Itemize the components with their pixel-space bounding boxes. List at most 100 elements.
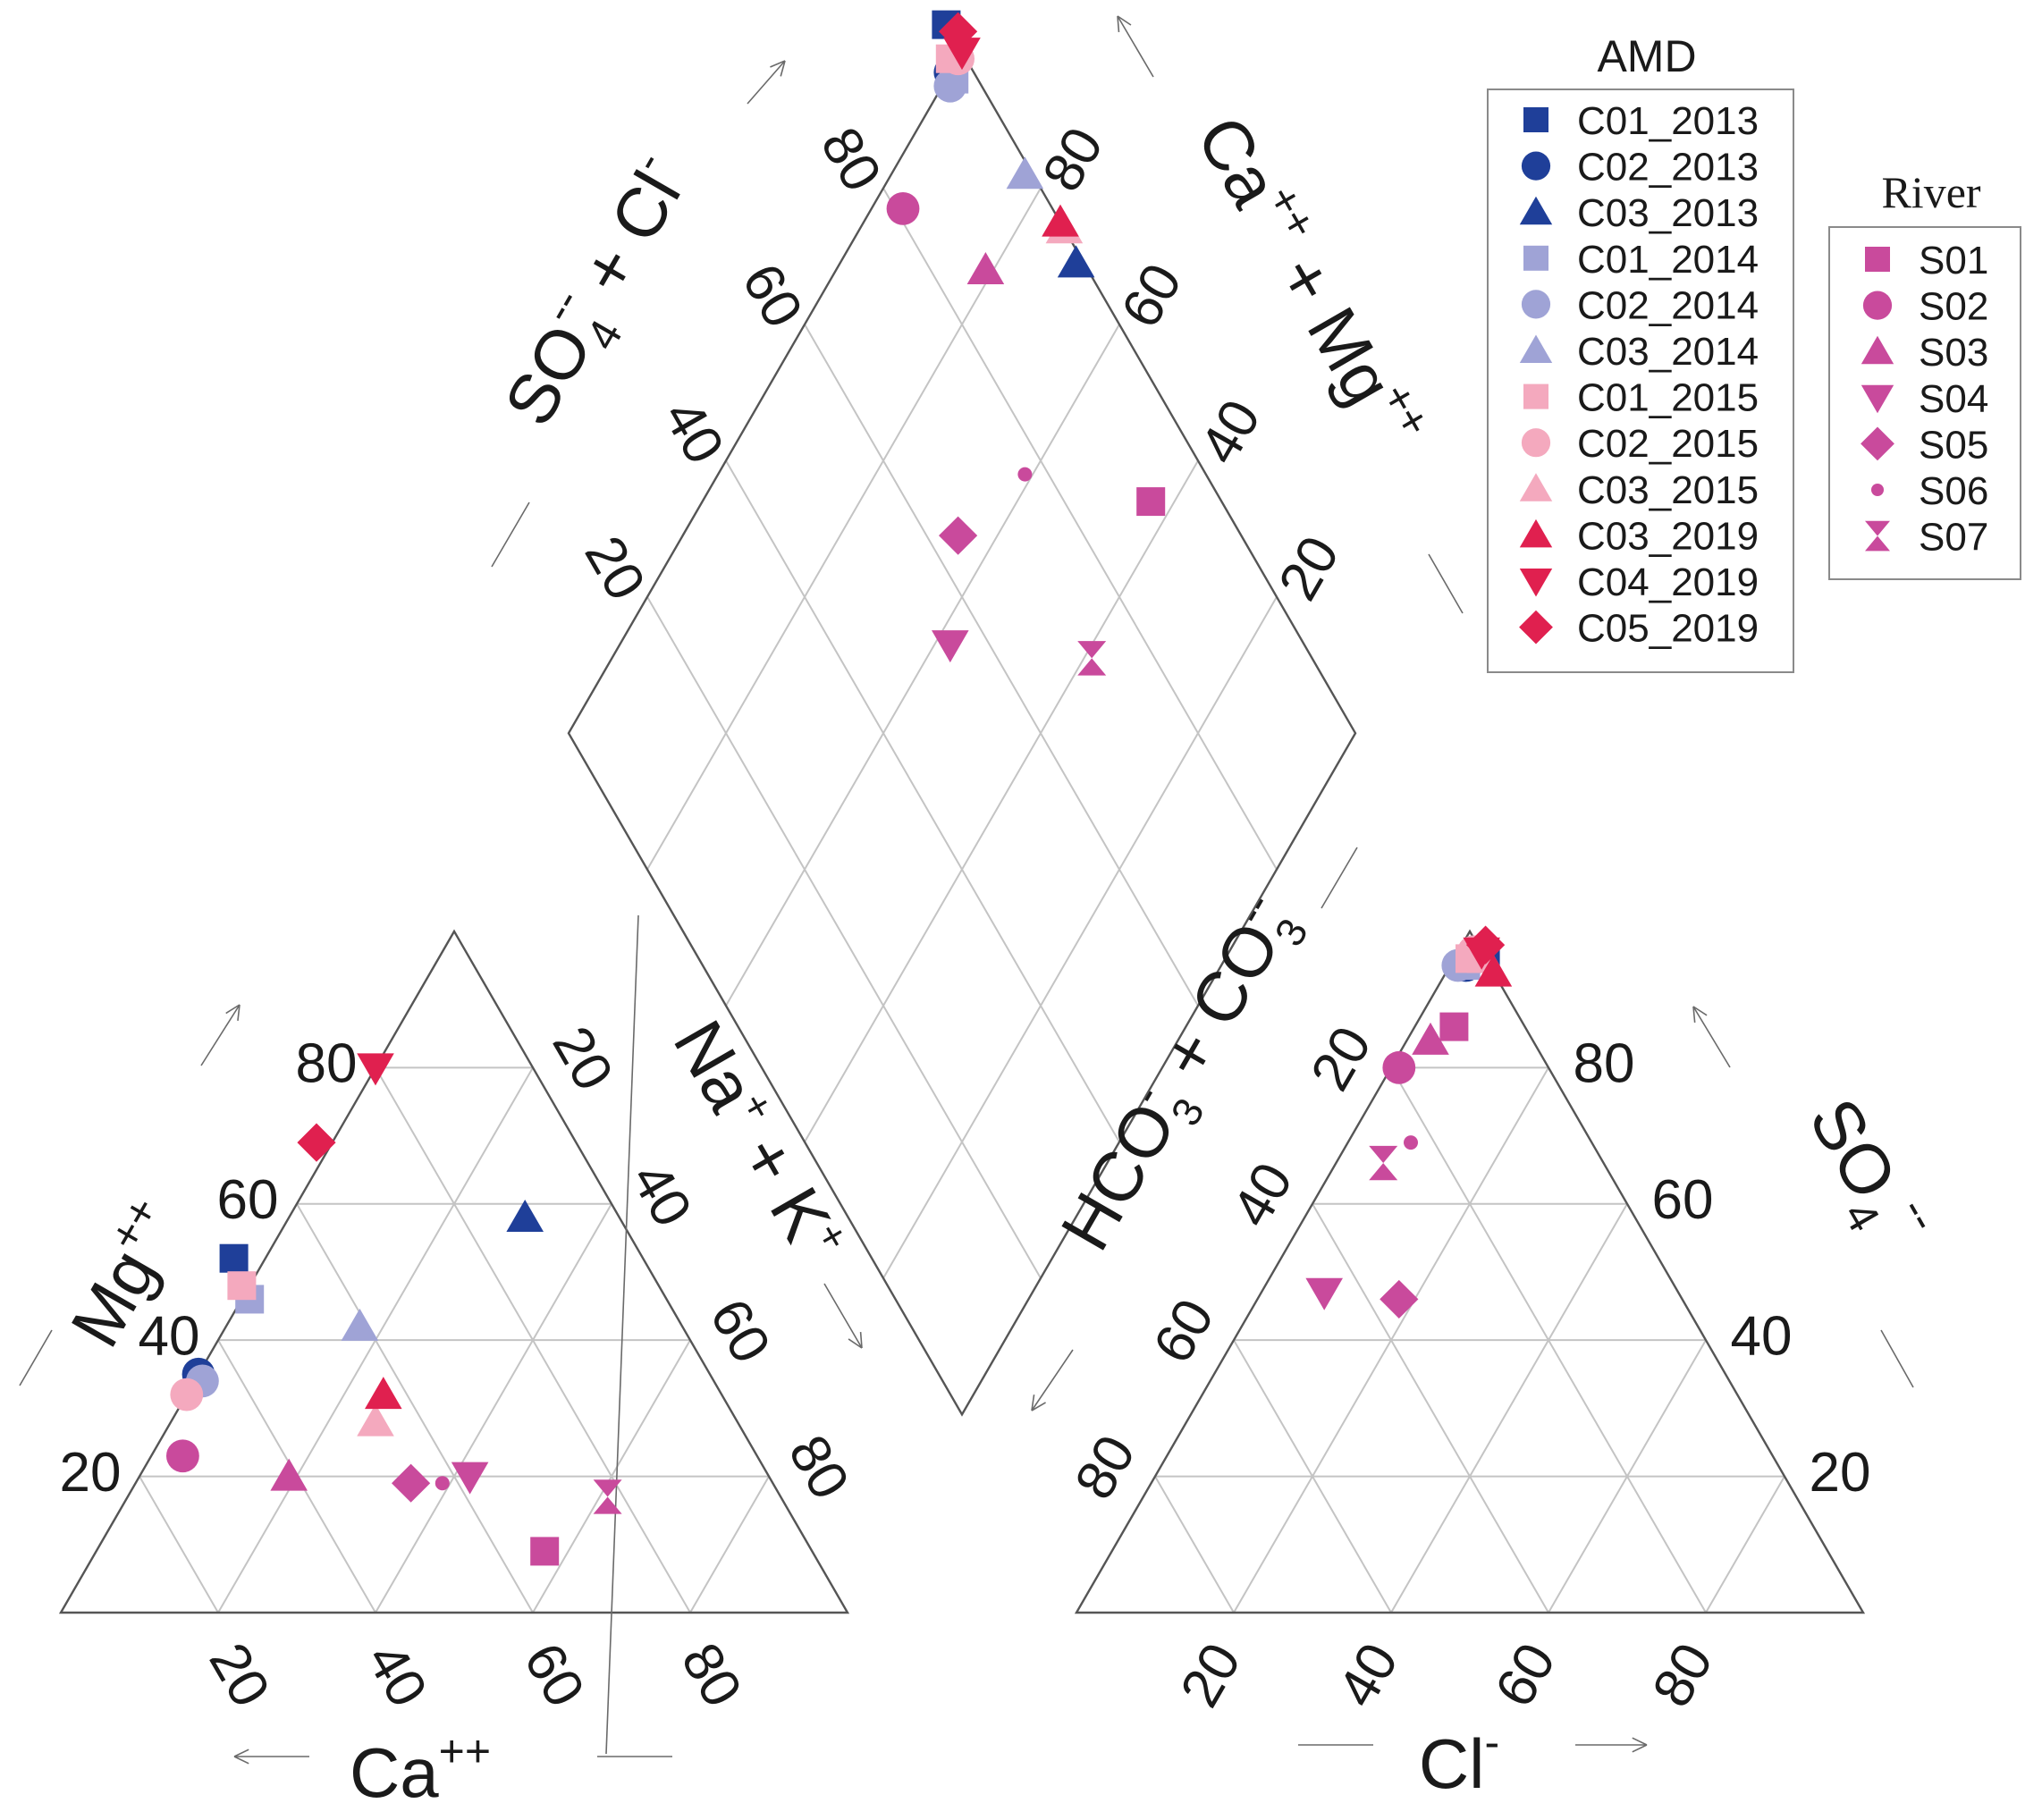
point-anion-C03_2019 xyxy=(1474,954,1513,987)
diamond-grid-a-80 xyxy=(882,596,1278,1279)
tick-so4-40: 40 xyxy=(1731,1306,1793,1368)
legend-marker-C03_2014 xyxy=(1519,334,1553,363)
legend-label-C05_2019: C05_2019 xyxy=(1577,607,1759,651)
tick-hco3-20: 20 xyxy=(1299,1016,1383,1100)
arrow-hco3-head-0 xyxy=(1031,1402,1046,1411)
arrow-nak xyxy=(823,1283,863,1349)
cation-grid-na-60 xyxy=(532,1339,691,1614)
cation-grid-na-40 xyxy=(375,1203,612,1614)
tick-so4cl-60: 60 xyxy=(730,254,814,338)
tick-so4-80: 80 xyxy=(1574,1033,1635,1095)
legend-label-C03_2013: C03_2013 xyxy=(1577,191,1759,235)
arrow-camg-head-1 xyxy=(1117,15,1132,26)
arrow-nak-head-0 xyxy=(859,1331,863,1349)
dash-so4cl xyxy=(491,501,530,568)
grid-layer xyxy=(139,188,1785,1614)
point-diamond-S05 xyxy=(939,516,978,555)
arrow-so4cl-head-1 xyxy=(780,60,786,77)
tick-ca-40: 40 xyxy=(354,1633,438,1717)
legend-amd: AMD C01_2013C02_2013C03_2013C01_2014C02_… xyxy=(1487,31,1794,673)
legend-label-C04_2019: C04_2019 xyxy=(1577,560,1759,604)
tick-cl-40: 40 xyxy=(1326,1633,1410,1717)
point-diamond-C05_2019 xyxy=(939,12,978,51)
legend-label-C02_2015: C02_2015 xyxy=(1577,422,1759,466)
legend-marker-C05_2019 xyxy=(1519,610,1553,645)
point-cation-S06 xyxy=(435,1476,450,1491)
tick-so4cl-80: 80 xyxy=(808,117,892,201)
point-diamond-C02_2014 xyxy=(933,69,967,103)
legend-label-C03_2019: C03_2019 xyxy=(1577,514,1759,558)
point-cation-C03_2014 xyxy=(341,1308,379,1341)
point-cation-C03_2019 xyxy=(365,1377,402,1410)
legend-label-C01_2015: C01_2015 xyxy=(1577,376,1759,420)
direction-arrows xyxy=(19,15,1914,1765)
point-diamond-S04 xyxy=(932,630,969,663)
legend-marker-S06 xyxy=(1871,484,1884,496)
arrow-cl-head-1 xyxy=(1632,1744,1648,1753)
legend-label-S05: S05 xyxy=(1919,423,1988,467)
anion-grid-cl-40 xyxy=(1390,1203,1628,1614)
legend-label-S02: S02 xyxy=(1919,285,1988,329)
tick-mg-60: 60 xyxy=(217,1169,279,1231)
point-diamond-C03_2014 xyxy=(1006,156,1044,190)
tick-camg-60: 60 xyxy=(1110,254,1194,338)
legend-label-S06: S06 xyxy=(1919,469,1988,513)
arrow-cl-head-0 xyxy=(1632,1737,1648,1746)
point-diamond-C03_2019 xyxy=(1042,204,1079,237)
anion-grid-hco3-80 xyxy=(1154,1476,1235,1614)
legend-marker-S07 xyxy=(1865,520,1890,552)
arrow-hco3 xyxy=(1031,1349,1074,1411)
legend-amd-title: AMD xyxy=(1597,31,1696,81)
cation-grid-ca-40 xyxy=(296,1203,534,1614)
axis-title-cl: Cl- xyxy=(1419,1717,1499,1803)
tick-mg-40: 40 xyxy=(139,1306,200,1368)
legend-marker-C04_2019 xyxy=(1519,569,1553,597)
dash-nak-hidden xyxy=(605,914,639,1755)
legend-marker-C02_2014 xyxy=(1521,290,1551,319)
tick-cl-20: 20 xyxy=(1169,1633,1253,1717)
arrow-mg-head-0 xyxy=(225,1004,240,1015)
dash-so4 xyxy=(1880,1329,1914,1388)
point-diamond-S06 xyxy=(1017,467,1033,482)
axis-title-ca-text: Ca xyxy=(350,1733,439,1812)
legend-label-C02_2013: C02_2013 xyxy=(1577,146,1759,190)
tick-mg-20: 20 xyxy=(60,1442,122,1504)
point-cation-C03_2013 xyxy=(506,1199,544,1232)
diamond-grid-b-60 xyxy=(725,459,1120,1142)
diamond xyxy=(567,49,1357,1417)
tick-camg-40: 40 xyxy=(1188,390,1272,474)
axis-title-cl-sup: - xyxy=(1485,1717,1500,1767)
point-cation-S03 xyxy=(270,1458,308,1491)
anion-grid-hco3-40 xyxy=(1312,1203,1549,1614)
axis-title-so4-text: SO xyxy=(1794,1085,1913,1212)
point-anion-S05 xyxy=(1380,1279,1419,1319)
axis-title-camg-plus: + Mg xyxy=(1253,225,1409,417)
data-points xyxy=(166,10,1513,1566)
frame-layer xyxy=(58,49,1866,1614)
arrow-nak-head-1 xyxy=(848,1338,863,1349)
legend-marker-S05 xyxy=(1861,426,1894,461)
arrow-so4cl xyxy=(747,60,786,105)
point-cation-S07 xyxy=(593,1479,622,1514)
legend-river-title: River xyxy=(1881,167,1980,217)
arrow-hco3-head-1 xyxy=(1031,1394,1035,1411)
legend-marker-C01_2013 xyxy=(1523,107,1548,132)
tick-so4cl-40: 40 xyxy=(651,390,735,474)
tick-camg-80: 80 xyxy=(1031,117,1115,201)
dash-hco3 xyxy=(1321,847,1358,909)
legend-label-S07: S07 xyxy=(1919,516,1988,560)
point-anion-S04 xyxy=(1305,1277,1343,1310)
tick-so4-60: 60 xyxy=(1652,1169,1714,1231)
tick-hco3-40: 40 xyxy=(1220,1153,1304,1237)
tick-ca-20: 20 xyxy=(197,1633,281,1717)
cation-triangle xyxy=(58,929,850,1614)
point-anion-S03 xyxy=(1412,1022,1449,1055)
arrow-ca-head-0 xyxy=(233,1756,249,1765)
legend-marker-C02_2015 xyxy=(1521,428,1551,458)
legend-marker-C01_2015 xyxy=(1523,383,1548,409)
point-cation-C02_2015 xyxy=(170,1378,204,1411)
point-anion-S07 xyxy=(1369,1145,1398,1181)
tick-so4-20: 20 xyxy=(1810,1442,1871,1504)
